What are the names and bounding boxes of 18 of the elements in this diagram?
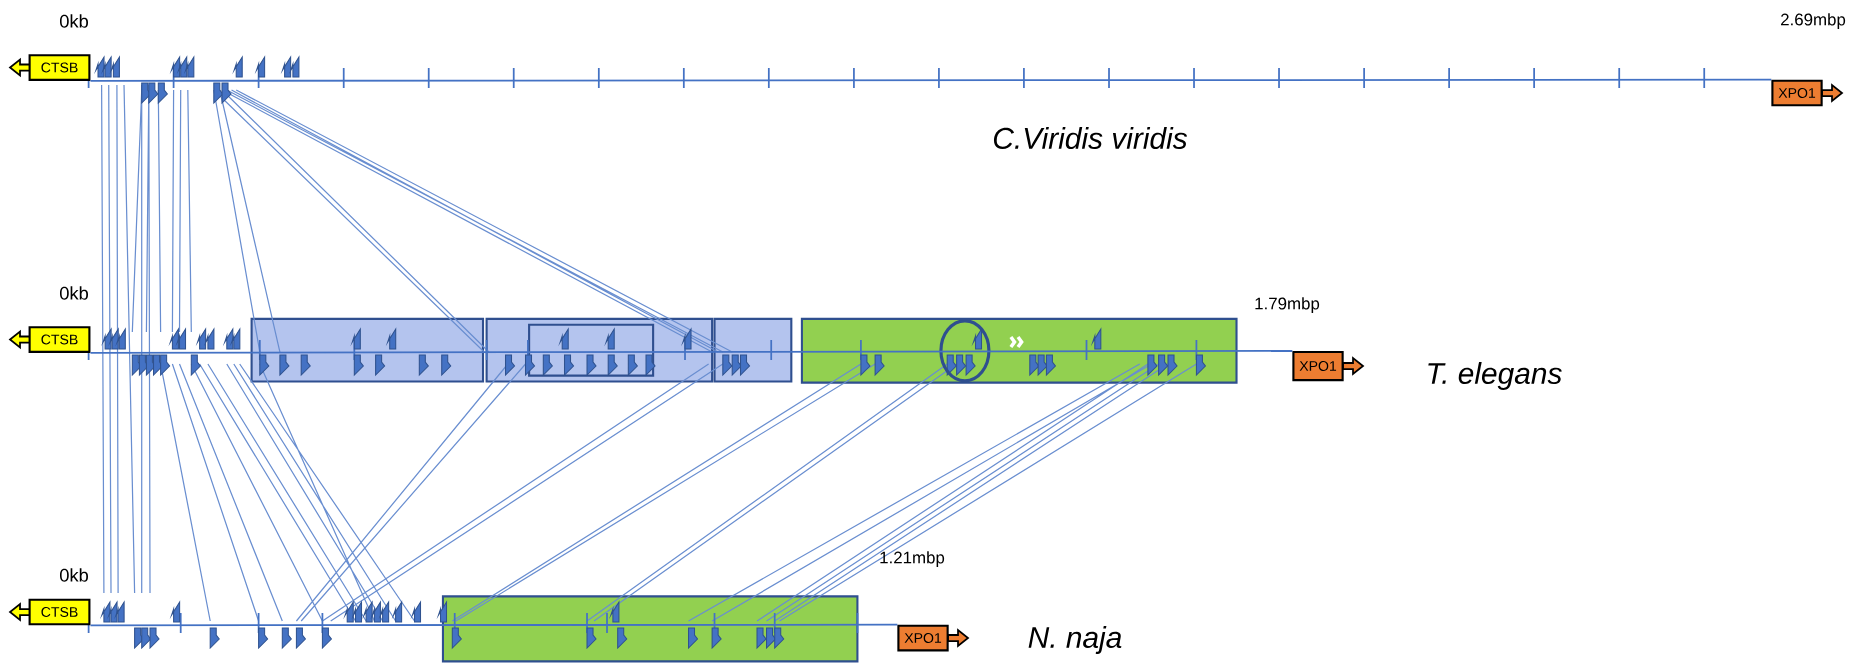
chromosome-line — [89, 350, 1294, 354]
gene-arrow-box: XPO1 — [1292, 350, 1365, 382]
species-label: T. elegans — [1428, 362, 1562, 390]
scale-label: 0kb — [60, 14, 88, 28]
chromosome-line — [89, 78, 1773, 82]
species-label: N. naja — [1028, 626, 1122, 654]
gene-arrow-box: CTSB — [8, 54, 91, 81]
gene-arrow-box: XPO1 — [897, 624, 970, 652]
scale-label: 2.69mbp — [1781, 13, 1846, 29]
chromosome-line — [89, 623, 899, 627]
gene-arrow-box: XPO1 — [1771, 79, 1844, 107]
scale-label: 1.79mbp — [1255, 297, 1320, 313]
scale-label: 1.21mbp — [880, 551, 945, 567]
scale-label: 0kb — [60, 568, 88, 582]
scale-label: 0kb — [60, 286, 88, 300]
gene-arrow-box: CTSB — [8, 598, 91, 626]
gene-arrow-box: CTSB — [8, 326, 91, 353]
species-label: C.Viridis viridis — [993, 127, 1188, 149]
